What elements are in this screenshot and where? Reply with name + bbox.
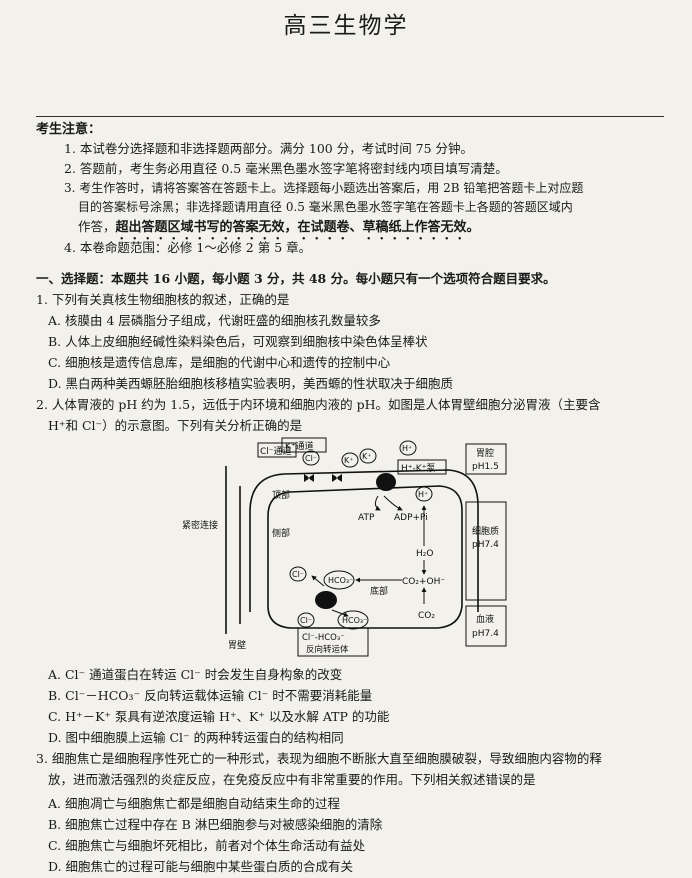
- k-channel-shape: [332, 474, 342, 482]
- notice-heading: 考生注意：: [36, 122, 102, 137]
- q1-stem: 1. 下列有关真核生物细胞核的叙述，正确的是: [36, 292, 290, 307]
- hco3-inner-label: HCO₃⁻: [328, 576, 353, 585]
- q1-option-a: A. 核膜由 4 层磷脂分子组成，代谢旺盛的细胞核孔数量较多: [48, 313, 381, 328]
- channels: [304, 473, 396, 609]
- k-channel-box: [281, 437, 327, 453]
- cl-channel-shape: [304, 474, 314, 482]
- h-cell-label: H⁺: [418, 490, 428, 499]
- q1-option-d: D. 黑白两种美西螈胚胎细胞核移植实验表明，美西螈的性状取决于细胞质: [48, 376, 454, 391]
- section-1-heading-scoring: 一、选择题：本题共 16 小题，每小题 3 分，共 48 分。: [36, 271, 356, 286]
- hco3-outer-circle: [337, 610, 369, 630]
- notice-item-1: 1. 本试卷分选择题和非选择题两部分。满分 100 分，考试时间 75 分钟。: [64, 141, 474, 156]
- bottom-label: 底部: [370, 585, 388, 597]
- q3-option-b: B. 细胞焦亡过程中存在 B 淋巴细胞参与对被感染细胞的清除: [48, 817, 383, 832]
- q2-option-a: A. Cl⁻ 通道蛋白在转运 Cl⁻ 时会发生自身构象的改变: [48, 667, 343, 682]
- cytoplasm-box: [465, 501, 507, 601]
- q3-stem-line-2: 放，进而激活强烈的炎症反应，在免疫反应中有非常重要的作用。下列相关叙述错误的是: [48, 772, 536, 787]
- cl-lumen-circle: [302, 450, 320, 466]
- h-lumen-circle: [399, 440, 417, 456]
- cl-outer-label: Cl⁻: [300, 616, 312, 625]
- stomach-wall-label: 胃壁: [228, 639, 246, 651]
- antiporter-label-line-2: 反向转运体: [306, 644, 349, 655]
- q2-option-b: B. Cl⁻－HCO₃⁻ 反向转运载体运输 Cl⁻ 时不需要消耗能量: [48, 688, 373, 703]
- h-lumen-label: H⁺: [402, 444, 412, 453]
- hk-pump-box: [397, 459, 447, 475]
- atp-label: ATP: [358, 513, 375, 523]
- cytoplasm-ph-label: pH7.4: [472, 540, 499, 550]
- top-label: 顶部: [272, 489, 290, 501]
- k-lumen-circle: [341, 452, 359, 468]
- q2-option-c: C. H⁺－K⁺ 泵具有逆浓度运输 H⁺、K⁺ 以及水解 ATP 的功能: [48, 709, 390, 724]
- notice-item-4: 4. 本卷命题范围：必修 1～必修 2 第 5 章。: [64, 240, 312, 255]
- h-cell-circle: [415, 486, 433, 502]
- k-pump-label: K⁺: [362, 452, 371, 461]
- q3-option-d: D. 细胞焦亡的过程可能与细胞中某些蛋白质的合成有关: [48, 859, 354, 874]
- notice-item-3-line-3: 作答，超出答题区域书写的答案无效，在试题卷、草稿纸上作答无效。: [78, 219, 480, 243]
- notice-item-2: 2. 答题前，考生务必用直径 0.5 毫米黑色墨水签字笔将密封线内项目填写清楚。: [64, 161, 508, 176]
- cl-inner-circle: [289, 566, 307, 582]
- lumen-box: [465, 443, 507, 475]
- q1-option-b: B. 人体上皮细胞经碱性染料染色后，可观察到细胞核中染色体呈棒状: [48, 334, 428, 349]
- antiporter-label-line-1: Cl⁻-HCO₃⁻: [302, 633, 345, 643]
- cl-lumen-label: Cl⁻: [305, 454, 317, 463]
- q2-option-d: D. 图中细胞膜上运输 Cl⁻ 的两种转运蛋白的结构相同: [48, 730, 344, 745]
- cell-outline: [225, 466, 479, 634]
- hk-pump-label: H⁺-K⁺泵: [401, 463, 435, 474]
- blood-label: 血液: [476, 613, 494, 625]
- side-label: 侧部: [272, 527, 290, 539]
- antiporter-box: [297, 627, 369, 657]
- blood-ph-label: pH7.4: [472, 629, 499, 639]
- hco3-outer-label: HCO₃⁻: [342, 616, 367, 625]
- q2-stem-line-2: H⁺和 Cl⁻）的示意图。下列有关分析正确的是: [48, 418, 303, 433]
- cl-channel-box: [257, 442, 297, 458]
- lumen-label: 胃腔: [476, 447, 494, 459]
- k-lumen-label: K⁺: [344, 456, 353, 465]
- cl-outer-circle: [297, 612, 315, 628]
- section-1-heading: 一、选择题：本题共 16 小题，每小题 3 分，共 48 分。每小题只有一个选项…: [36, 271, 556, 286]
- blood-box: [465, 605, 507, 647]
- k-channel-label: K⁺通道: [285, 440, 314, 452]
- notice-emphasis: 超出答题区域书写的答案无效，在试题卷、草稿纸上作答无效。: [115, 220, 480, 235]
- gastric-parietal-cell-diagram: Cl⁻通道 K⁺通道 H⁺-K⁺泵 顶部 紧密连接 侧部 胃壁 底部 ATP A…: [182, 437, 507, 657]
- tight-junction-label: 紧密连接: [182, 519, 218, 531]
- hco3-inner-circle: [323, 570, 355, 590]
- k-pump-circle: [359, 448, 377, 464]
- q3-stem-line-1: 3. 细胞焦亡是细胞程序性死亡的一种形式，表现为细胞不断胀大直至细胞膜破裂，导致…: [36, 751, 602, 766]
- notice-item-3-line-2: 目的答案标号涂黑；非选择题请用直径 0.5 毫米黑色墨水签字笔在答题卡上各题的答…: [78, 200, 573, 214]
- page-title: 高三生物学: [283, 13, 409, 39]
- q2-stem-line-1: 2. 人体胃液的 pH 约为 1.5，远低于内环境和细胞内液的 pH。如图是人体…: [36, 397, 601, 412]
- hk-pump-shape: [376, 473, 396, 491]
- q3-option-c: C. 细胞焦亡与细胞坏死相比，前者对个体生命活动有益处: [48, 838, 366, 853]
- lumen-ph-label: pH1.5: [472, 462, 499, 472]
- cytoplasm-label: 细胞质: [472, 525, 499, 537]
- notice-item-3-line-3-start: 作答，: [78, 219, 116, 234]
- notice-item-3-line-1: 3. 考生作答时，请将答案答在答题卡上。选择题每小题选出答案后，用 2B 铅笔把…: [64, 181, 584, 195]
- cl-channel-label: Cl⁻通道: [260, 445, 292, 457]
- section-1-heading-rule: 每小题只有一个选项符合题目要求。: [355, 271, 556, 286]
- q1-option-c: C. 细胞核是遗传信息库，是细胞的代谢中心和遗传的控制中心: [48, 355, 391, 370]
- cl-inner-label: Cl⁻: [292, 570, 304, 579]
- co2-oh-label: CO₂+OH⁻: [402, 577, 445, 587]
- h2o-label: H₂O: [416, 549, 433, 559]
- header-divider: [36, 116, 664, 117]
- co2-label: CO₂: [418, 611, 435, 621]
- adp-label: ADP+Pi: [394, 513, 428, 523]
- antiporter-shape: [315, 591, 337, 609]
- q3-option-a: A. 细胞凋亡与细胞焦亡都是细胞自动结束生命的过程: [48, 796, 340, 811]
